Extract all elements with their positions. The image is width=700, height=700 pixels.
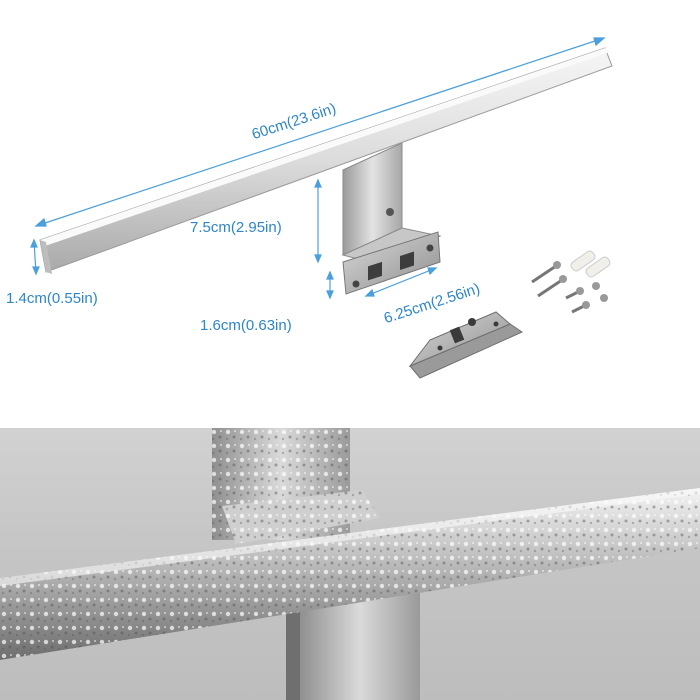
dimension-lines: [30, 37, 606, 300]
product-diagram: [30, 37, 613, 379]
arm-length-label: 7.5cm(2.95in): [190, 219, 282, 236]
closeup-arm: [212, 428, 380, 544]
bar-height-label: 1.4cm(0.55in): [6, 290, 98, 307]
screw-kit: [531, 250, 611, 314]
light-bar: [39, 47, 613, 274]
closeup-scene: [0, 428, 700, 700]
product-dimension-panel: 60cm(23.6in) 1.4cm(0.55in) 7.5cm(2.95in)…: [6, 37, 613, 379]
bracket-thickness-label: 1.6cm(0.63in): [200, 317, 292, 334]
arm-bracket: [342, 231, 441, 295]
closeup-light-bar: [0, 488, 700, 660]
wall-bracket: [408, 311, 524, 379]
waterproof-closeup-panel: [0, 428, 700, 700]
